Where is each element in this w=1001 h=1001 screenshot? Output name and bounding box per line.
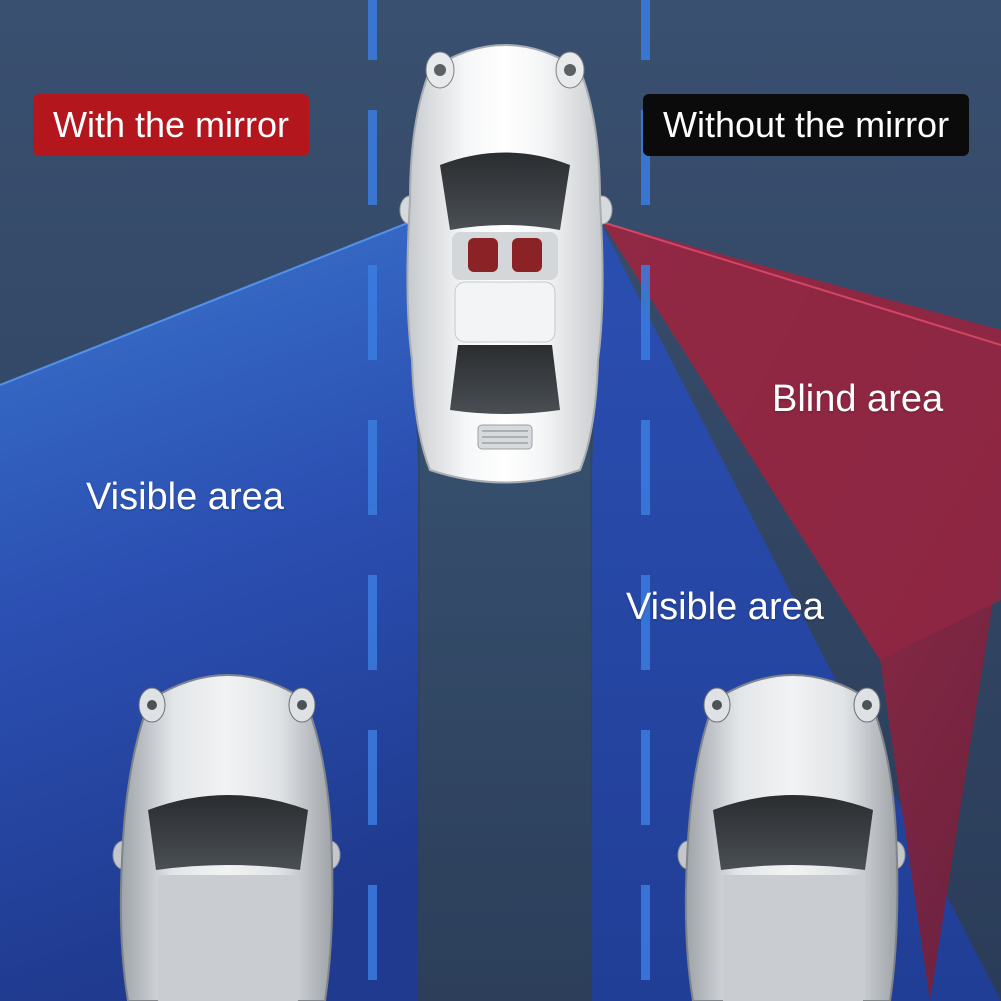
- visible-area-right-label: Visible area: [626, 586, 824, 628]
- left-visible-edge: [0, 221, 411, 386]
- rear-car-left: [112, 674, 341, 1001]
- without-mirror-tag: Without the mirror: [643, 94, 970, 156]
- blind-area-label: Blind area: [772, 378, 944, 420]
- blind-zone-core: [602, 222, 1001, 660]
- lane-markings: [368, 0, 650, 980]
- blind-edge: [601, 221, 1001, 346]
- visible-area-left-label: Visible area: [86, 476, 284, 518]
- with-mirror-tag: With the mirror: [33, 94, 310, 156]
- main-car: [399, 44, 613, 484]
- center-road-strip: [418, 420, 592, 1001]
- rear-car-right: [677, 674, 906, 1001]
